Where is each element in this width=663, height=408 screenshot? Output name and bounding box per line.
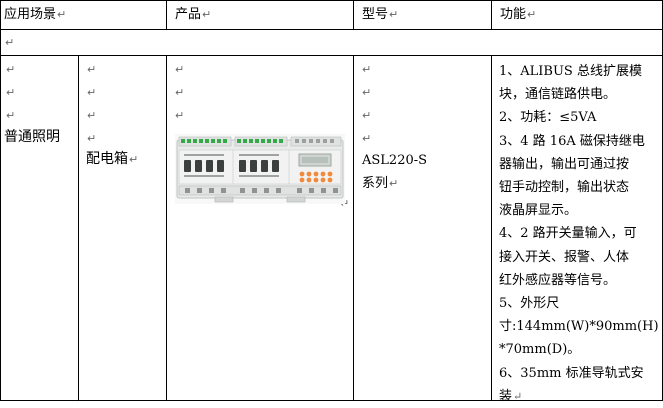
feature-line: *70mm(D)。 xyxy=(499,342,581,358)
table-border-bottom xyxy=(0,400,663,401)
location-mark-4: ↵ xyxy=(87,132,97,145)
col-divider-1 xyxy=(166,0,167,30)
header-function: 功能↵ xyxy=(500,7,537,22)
header-divider xyxy=(0,29,663,30)
model-mark-3: ↵ xyxy=(362,109,372,122)
feature-line: 6、35mm 标准导轨式安 xyxy=(499,365,644,381)
feature-list: 1、ALIBUS 总线扩展模 块，通信链路供电。 2、功耗：≤5VA 3、4 路… xyxy=(499,60,661,408)
model-mark-4: ↵ xyxy=(362,132,372,145)
blank-row-mark: ↵ xyxy=(5,36,15,49)
col-divider-2b xyxy=(353,55,354,401)
location-mark-3: ↵ xyxy=(87,109,97,122)
feature-line: 器输出，输出可通过按 xyxy=(499,156,630,172)
header-scene: 应用场景↵ xyxy=(4,7,67,22)
feature-line: 液晶屏显示。 xyxy=(499,203,578,219)
model-mark-2: ↵ xyxy=(362,86,372,99)
feature-line: 5、外形尺 xyxy=(499,296,560,312)
feature-line: 1、ALIBUS 总线扩展模 xyxy=(499,64,642,79)
product-mark-3: ↵ xyxy=(175,109,185,122)
scene-mark-2: ↵ xyxy=(6,86,16,99)
location-mark-2: ↵ xyxy=(87,86,97,99)
feature-line: 2、功耗：≤5VA xyxy=(499,110,597,126)
feature-line: 钮手动控制，输出状态 xyxy=(499,180,630,196)
bottom-mark: . xyxy=(77,400,78,404)
location-mark-1: ↵ xyxy=(87,63,97,76)
din-rail-module-drawing xyxy=(175,134,345,204)
feature-line: 装↵ xyxy=(499,388,523,404)
feature-line: 4、2 路开关量输入，可 xyxy=(499,226,637,242)
col-divider-scene-sub xyxy=(78,55,79,401)
table-border-top xyxy=(0,0,663,1)
header-model: 型号↵ xyxy=(362,7,399,22)
din-rail-module-photo xyxy=(175,134,345,204)
location-cell: 配电箱↵ xyxy=(86,151,139,167)
col-divider-3b xyxy=(491,55,492,401)
model-cell-line2: 系列↵ xyxy=(362,176,399,191)
blank-row-divider xyxy=(0,55,663,56)
scene-mark-3: ↵ xyxy=(6,109,16,122)
col-divider-2 xyxy=(353,0,354,30)
col-divider-1b xyxy=(166,55,167,401)
product-mark-2: ↵ xyxy=(175,86,185,99)
model-mark-1: ↵ xyxy=(362,63,372,76)
model-cell-line1: ASL220-S xyxy=(362,153,428,168)
feature-line: 块，通信链路供电。 xyxy=(499,87,617,103)
header-product: 产品↵ xyxy=(175,7,212,22)
feature-line: 寸:144mm(W)*90mm(H) xyxy=(499,319,659,335)
feature-line: 3、4 路 16A 磁保持继电 xyxy=(499,133,645,149)
col-divider-3 xyxy=(491,0,492,30)
scene-cell: 普通照明 xyxy=(4,129,60,145)
feature-line: 红外感应器等信号。 xyxy=(499,272,617,288)
scene-mark-1: ↵ xyxy=(6,63,16,76)
product-mark-1: ↵ xyxy=(175,63,185,76)
table-border-left xyxy=(0,0,1,401)
feature-line: 接入开关、报警、人体 xyxy=(499,249,630,265)
